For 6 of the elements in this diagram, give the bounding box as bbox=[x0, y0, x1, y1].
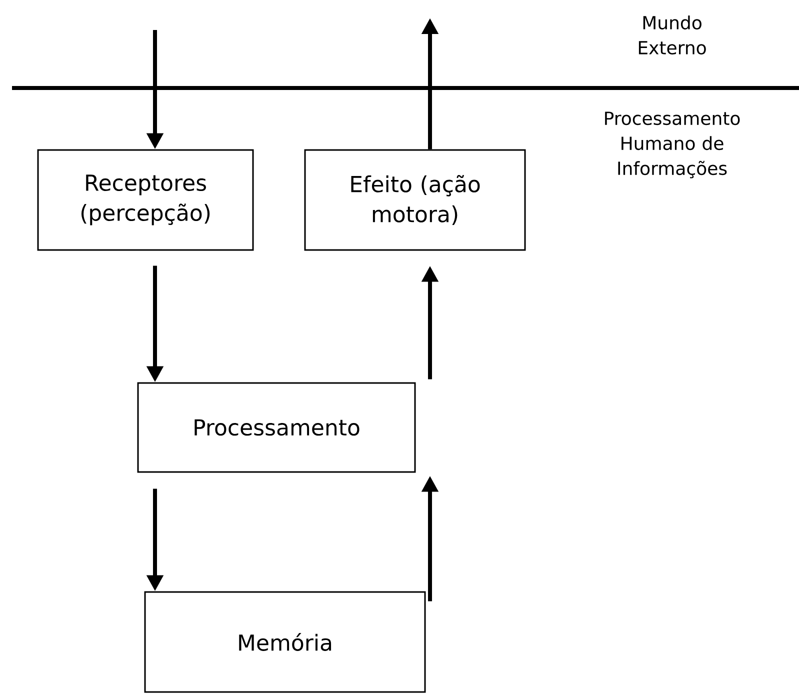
process-box: Efeito (ação motora) bbox=[304, 149, 526, 251]
process-box: Receptores (percepção) bbox=[37, 149, 254, 251]
process-box: Memória bbox=[144, 591, 426, 693]
region-label: Processamento Humano de Informações bbox=[605, 112, 740, 178]
process-box: Processamento bbox=[137, 382, 416, 473]
region-label: Mundo Externo bbox=[638, 16, 706, 54]
